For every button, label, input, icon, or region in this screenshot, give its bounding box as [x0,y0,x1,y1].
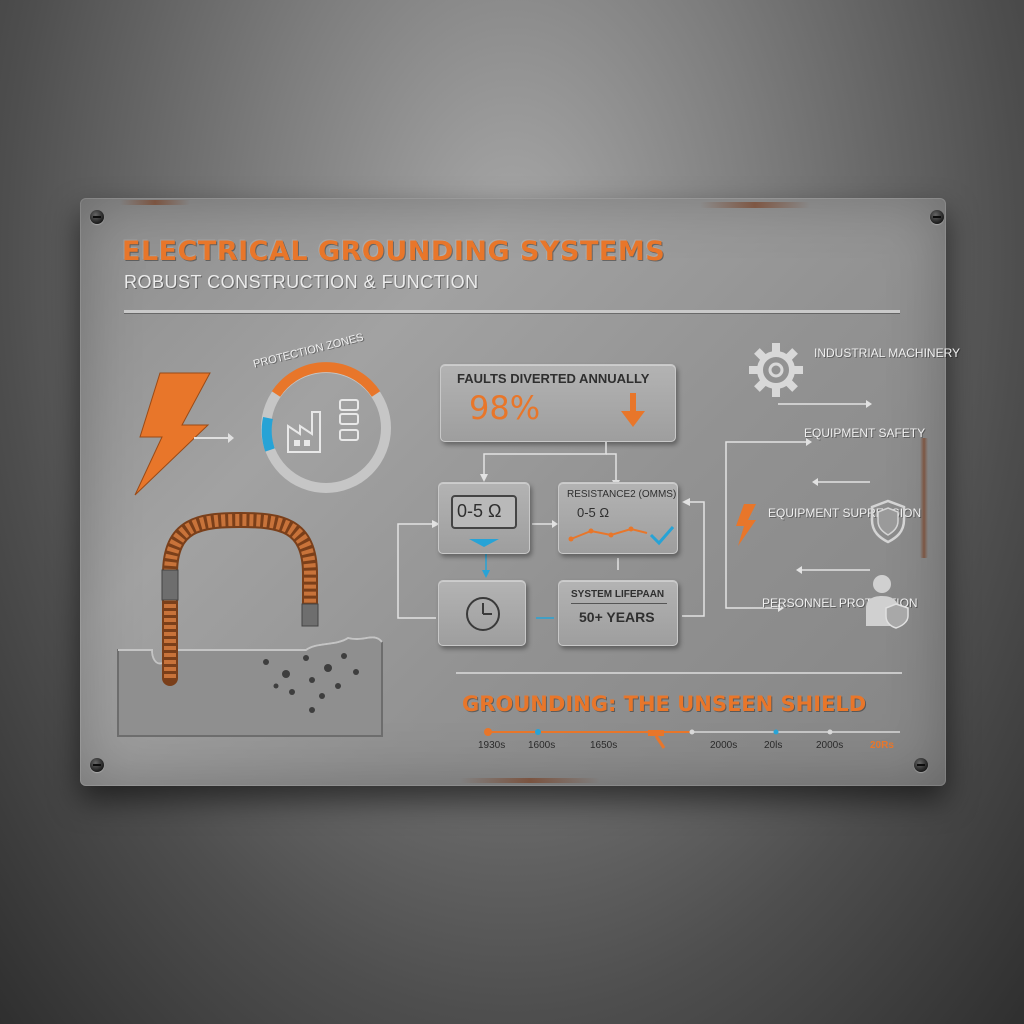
meter-value: 0-5 Ω [457,501,502,521]
benefit-connectors [725,400,872,612]
industrial-machinery-label: INDUSTRIAL MACHINERY [814,346,961,360]
rust-mark [920,438,928,558]
meter-indicator [469,539,499,547]
lifespan-label: SYSTEM LIFEPAAN [571,589,665,600]
resistance-panel: RESISTANCE2 (OMMS) 0-5 Ω [558,482,678,554]
resistance-value: 0-5 Ω [577,505,610,520]
timeline-label: 1650s [590,740,618,751]
footer-divider [456,672,902,674]
page-subtitle: ROBUST CONSTRUCTION & FUNCTION [124,272,479,292]
arrow-connector [194,433,234,443]
timeline-label: 2000s [816,740,844,751]
hammer-icon [648,730,666,749]
footer-title: GROUNDING: THE UNSEEN SHIELD [462,692,867,716]
timeline-label: 20Rs [870,740,894,751]
timeline-label: 2000s [710,740,738,751]
rust-mark [700,202,810,208]
screw [90,210,104,224]
timeline-label: 1600s [528,740,556,751]
rust-mark [460,778,600,783]
screw [90,758,104,772]
clock-icon [466,597,500,631]
small-lightning-icon [736,504,756,546]
copper-cable-icon [161,511,319,686]
down-arrow-icon [621,393,645,427]
timeline-label: 1930s [478,740,506,751]
lightning-icon [134,372,211,496]
faults-diverted-value: 98% [469,389,541,427]
server-icon [339,399,359,441]
shield-icon [870,499,906,544]
equipment-safety-label: EQUIPMENT SAFETY [804,426,926,440]
screw [914,758,928,772]
meter-display [451,495,517,529]
meter-panel: 0-5 Ω [438,482,530,554]
factory-icon [287,411,321,453]
person-shield-icon [866,575,909,629]
divider [124,310,900,313]
faults-diverted-label: FAULTS DIVERTED ANNUALLY [457,371,650,386]
timeline-label: 20ls [764,740,783,751]
lifespan-panel: SYSTEM LIFEPAAN 50+ YEARS [558,580,678,646]
resistance-trend-line [568,526,675,546]
personnel-protection-label: PERSONNEL PROTECTION [762,596,918,610]
ground-block-icon [117,636,383,737]
equipment-suppression-label: EQUIPMENT SUPRESSION [768,506,922,520]
clock-panel [438,580,526,646]
gear-icon [749,343,803,397]
page-title: ELECTRICAL GROUNDING SYSTEMS [122,236,666,267]
timeline-track [484,728,900,749]
faults-diverted-panel: FAULTS DIVERTED ANNUALLY 98% [440,364,676,442]
lifespan-value: 50+ YEARS [579,609,655,625]
sign-plate: ELECTRICAL GROUNDING SYSTEMS ROBUST CONS… [80,198,961,786]
flow-connectors [397,442,705,619]
screw [930,210,944,224]
resistance-label: RESISTANCE2 (OMMS) [567,489,677,500]
protection-zones-ring [261,362,391,493]
rust-mark [120,200,190,205]
lifespan-divider [571,603,667,604]
